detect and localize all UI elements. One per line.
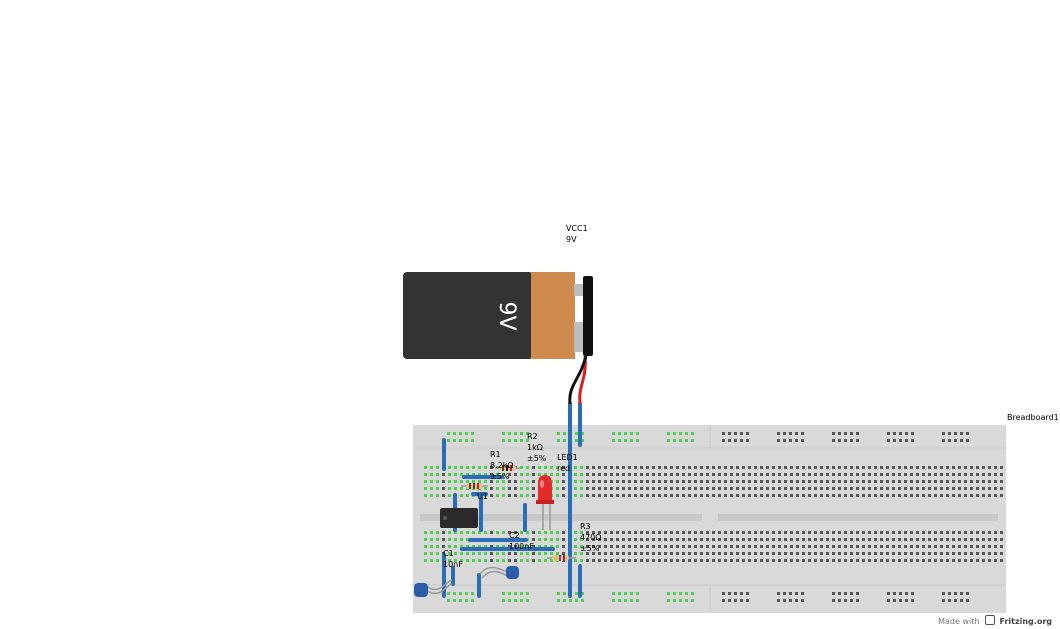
capacitor-c2 — [479, 566, 519, 579]
r2-value-label: 1kΩ — [527, 443, 543, 452]
r1-ref-label: R1 — [490, 450, 501, 459]
battery-9v: 9V — [403, 272, 593, 359]
led-red — [536, 475, 554, 530]
r3-value-label: 470Ω — [580, 533, 602, 542]
r2-ref-label: R2 — [527, 432, 538, 441]
r1-tol-label: ±5% — [490, 472, 510, 481]
c2-value-label: 100nF — [509, 542, 534, 551]
center-channel — [420, 514, 702, 521]
r3-ref-label: R3 — [580, 522, 591, 531]
r2-tol-label: ±5% — [527, 454, 547, 463]
battery-ref-label: VCC1 — [566, 224, 588, 233]
r3-tol-label: ±5% — [580, 544, 600, 553]
led-color-label: red — [557, 464, 571, 473]
c2-ref-label: C2 — [509, 531, 520, 540]
resistor-r1 — [461, 483, 488, 489]
fritzing-brand-text: Fritzing.org — [999, 617, 1053, 626]
breadboard-ref-label: Breadboard1 — [1007, 413, 1059, 422]
led-ref-label: LED1 — [557, 453, 578, 462]
battery-negative-wire — [568, 355, 588, 405]
fritzing-logo-icon — [984, 615, 995, 625]
ic-ref-label: U1 — [477, 492, 488, 501]
c1-value-label: 10nF — [443, 560, 463, 569]
made-with-text: Made with — [938, 617, 980, 626]
ic-chip — [440, 508, 478, 528]
resistor-r3 — [547, 555, 576, 561]
battery-voltage-label: 9V — [566, 235, 577, 244]
resistor-r2 — [495, 465, 520, 471]
fritzing-credit: Made with Fritzing.org — [938, 615, 1052, 626]
r1-value-label: 8.2kΩ — [490, 461, 514, 470]
battery-label-9v: 9V — [494, 301, 519, 330]
c1-ref-label: C1 — [443, 549, 454, 558]
capacitor-c1 — [414, 579, 453, 597]
